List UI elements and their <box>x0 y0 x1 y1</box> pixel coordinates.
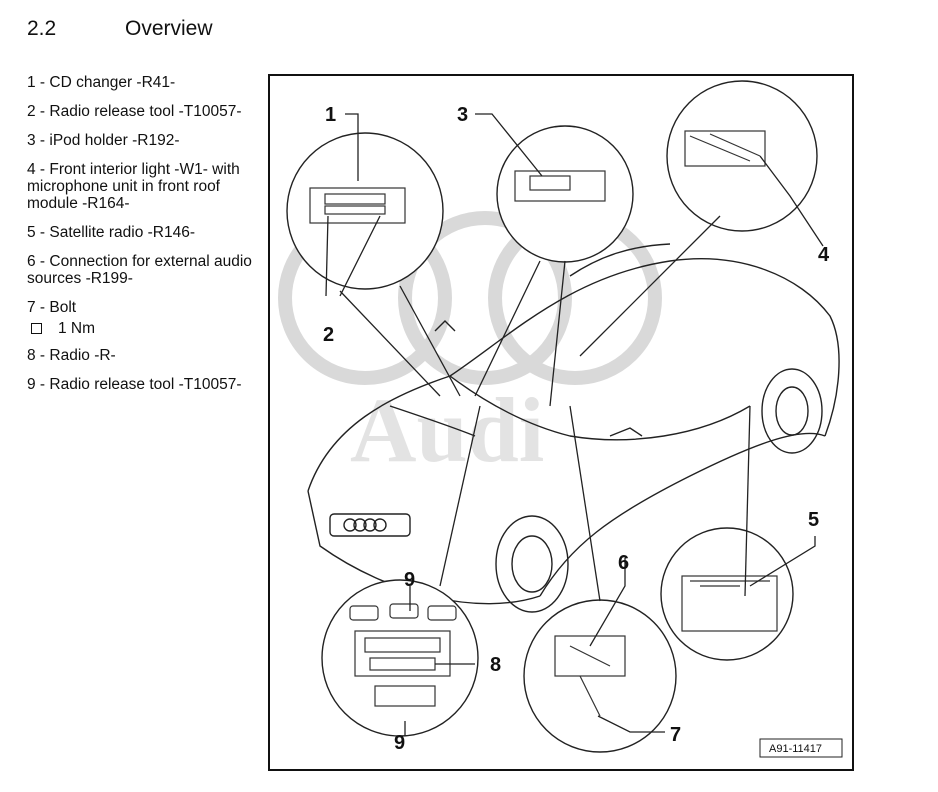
callout-7: 7 <box>670 724 681 746</box>
legend-item-5: 5 - Satellite radio -R146- <box>27 224 195 241</box>
image-tag-text: A91-11417 <box>769 743 822 755</box>
checkbox-square-icon <box>31 323 42 334</box>
detail-cd-changer <box>286 132 444 290</box>
legend-item-2: 2 - Radio release tool -T10057- <box>27 103 242 120</box>
callout-5: 5 <box>808 509 819 531</box>
detail-satellite-radio <box>660 527 794 661</box>
callout-2: 2 <box>323 324 334 346</box>
detail-contents <box>309 130 778 717</box>
callout-1: 1 <box>325 104 336 126</box>
car-diagram: Audi <box>278 80 843 758</box>
legend-item-7: 7 - Bolt <box>27 299 77 316</box>
callout-8: 8 <box>490 654 501 676</box>
bolt-torque-value: 1 Nm <box>58 320 96 337</box>
overview-figure: Audi <box>268 74 854 771</box>
legend-list: 1 - CD changer -R41- 2 - Radio release t… <box>27 74 265 405</box>
legend-item-6: 6 - Connection for external audio source… <box>27 253 252 287</box>
watermark-text: Audi <box>350 379 544 481</box>
audi-rings-watermark: Audi <box>278 211 662 481</box>
image-tag: A91-11417 <box>759 738 843 758</box>
callout-6: 6 <box>618 552 629 574</box>
callout-labels: 1 2 3 4 5 6 7 8 9 9 <box>323 104 830 754</box>
legend-item-3: 3 - iPod holder -R192- <box>27 132 180 149</box>
legend-item-4: 4 - Front interior light -W1- with micro… <box>27 161 240 212</box>
callout-9-top: 9 <box>404 569 415 591</box>
legend-item-1: 1 - CD changer -R41- <box>27 74 176 91</box>
detail-roof-light <box>666 80 818 232</box>
legend-item-9: 9 - Radio release tool -T10057- <box>27 376 242 393</box>
callout-4: 4 <box>818 244 830 266</box>
section-title: Overview <box>125 17 213 40</box>
section-number: 2.2 <box>27 17 57 40</box>
legend-item-8: 8 - Radio -R- <box>27 347 116 364</box>
callout-3: 3 <box>457 104 468 126</box>
leader-lines <box>325 113 824 736</box>
callout-9-bottom: 9 <box>394 732 405 754</box>
bolt-torque-spec: 1 Nm <box>27 320 265 337</box>
